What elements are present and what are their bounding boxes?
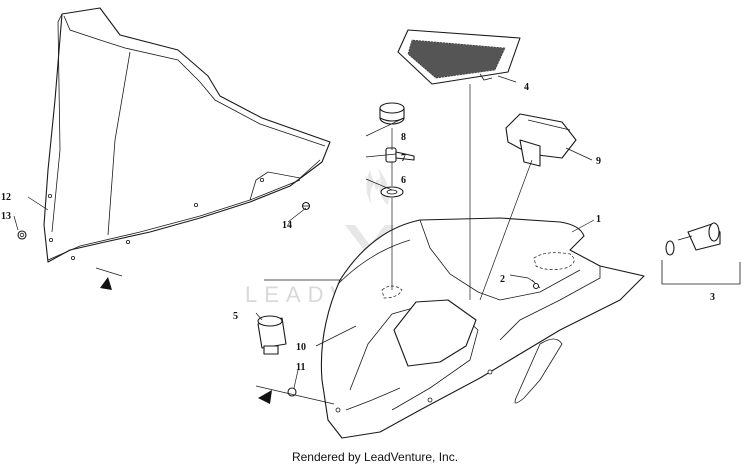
windshield	[43, 7, 331, 263]
nut-6	[380, 186, 404, 198]
callout-5: 5	[233, 311, 238, 322]
hood-1	[320, 217, 645, 439]
callout-14: 14	[282, 220, 292, 231]
screw-13	[17, 230, 27, 240]
callout-11: 11	[296, 362, 305, 373]
key-7	[385, 147, 415, 163]
view-arrow-bottom	[258, 390, 272, 404]
switch-9	[505, 113, 577, 167]
watermark-logo	[345, 168, 395, 258]
fitting-5	[257, 315, 287, 355]
callout-4: 4	[524, 82, 529, 93]
view-arrow-left	[100, 277, 112, 290]
callout-12: 12	[1, 192, 11, 203]
callout-2: 2	[500, 274, 505, 285]
callout-9: 9	[596, 156, 601, 167]
ignition-cap-8	[379, 102, 405, 125]
connector-3	[661, 222, 741, 285]
screw-14	[301, 201, 311, 211]
callout-6: 6	[401, 175, 406, 186]
callout-13: 13	[1, 211, 11, 222]
leader-lines	[13, 75, 595, 389]
callout-10: 10	[296, 342, 306, 353]
storage-net-4	[397, 29, 521, 85]
callout-7: 7	[401, 153, 406, 164]
callout-3: 3	[710, 292, 715, 303]
footer-credit: Rendered by LeadVenture, Inc.	[291, 450, 459, 464]
callout-8: 8	[401, 132, 406, 143]
callout-1: 1	[596, 214, 601, 225]
